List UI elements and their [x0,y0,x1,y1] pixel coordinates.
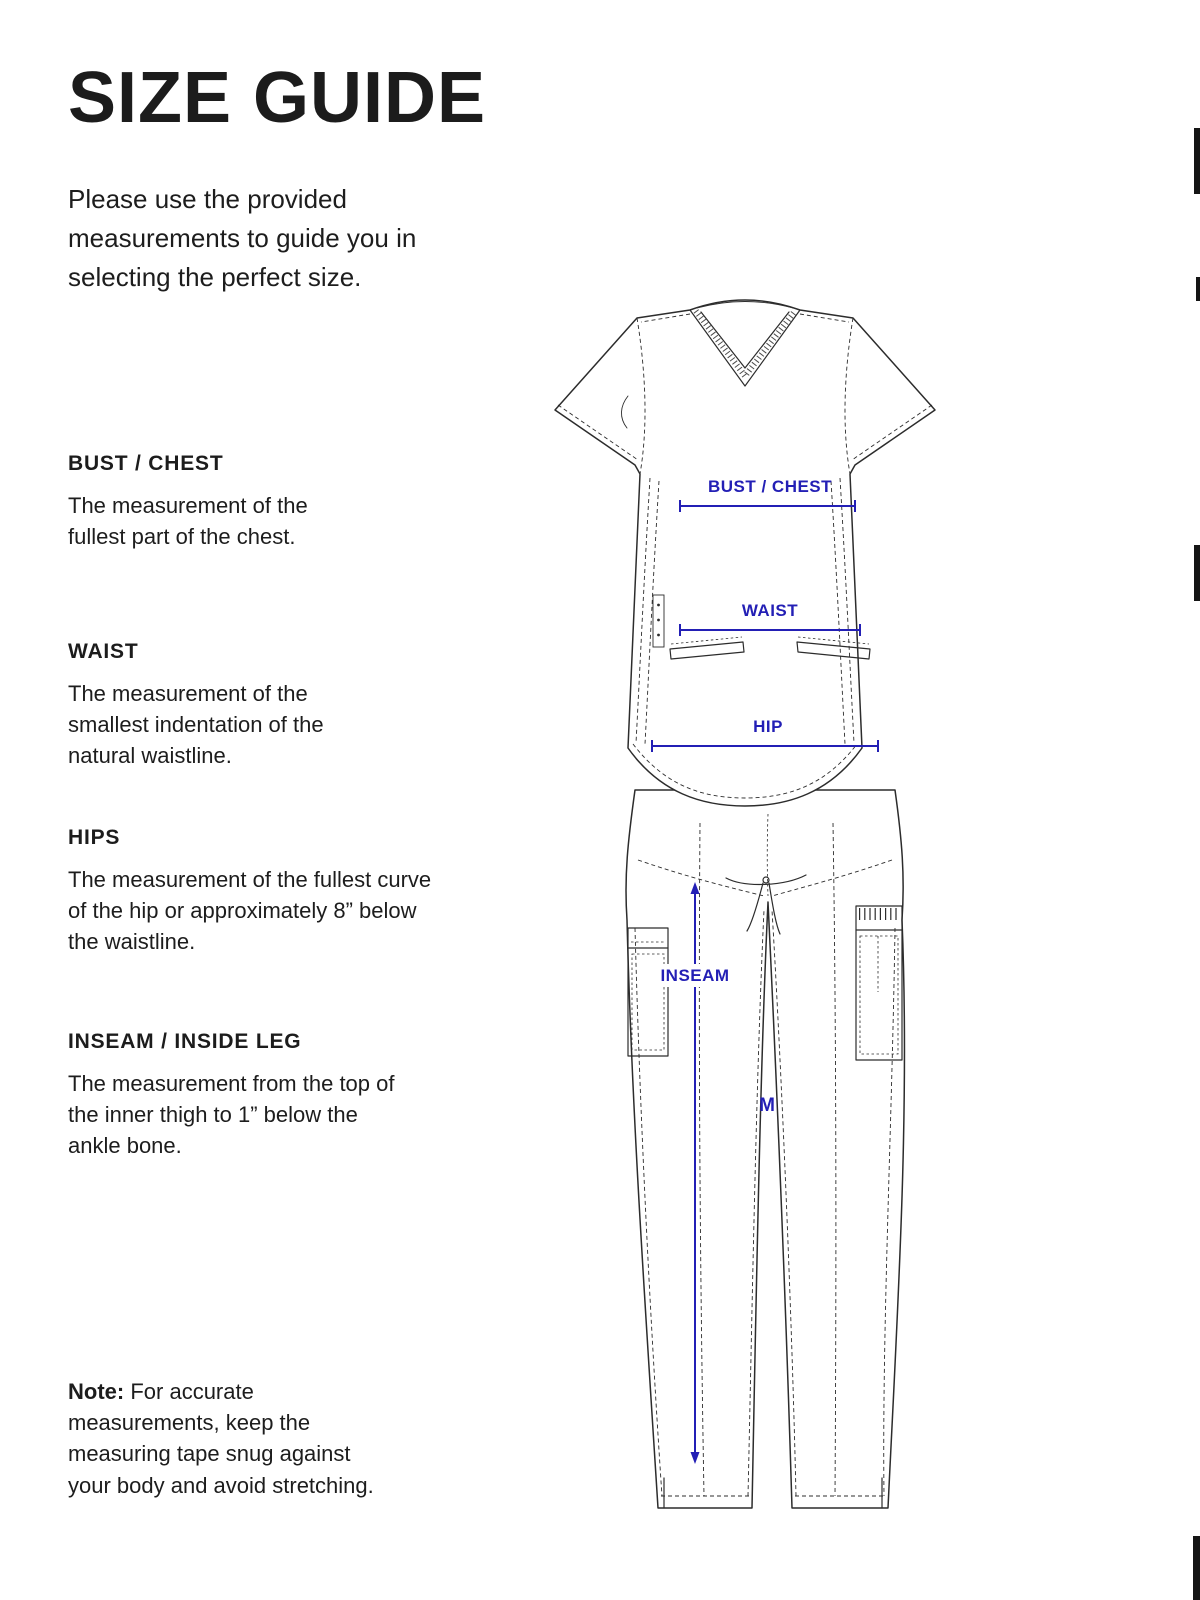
hip-label: HIP [753,717,783,736]
waist-label: WAIST [742,601,798,620]
section-body-inseam: The measurement from the top of the inne… [68,1071,395,1159]
section-body-bust-chest: The measurement of the fullest part of t… [68,493,308,550]
v-neck-collar [689,301,801,387]
size-marker-label: M [759,1095,775,1116]
waist-measurement-annotation: WAIST [679,601,861,636]
section-heading-bust-chest: BUST / CHEST [68,452,224,475]
size-diagram: BUST / CHEST WAIST HIP INSEAM [540,278,990,1538]
right-welt-pocket [796,636,871,660]
top-silhouette [554,299,936,807]
section-heading-waist: WAIST [68,640,139,663]
edge-artifact [1194,128,1200,194]
note-text: For accurate measurements, keep the meas… [68,1379,374,1498]
scrub-top-illustration [554,299,936,807]
pants-silhouette [625,789,906,1509]
intro-text: Please use the provided measurements to … [68,184,417,292]
right-cargo-pocket [855,905,903,1061]
note-label: Note: [68,1379,125,1404]
edge-artifact [1194,545,1200,601]
sleeve-loop [621,395,629,429]
bust-chest-label: BUST / CHEST [708,477,832,496]
scrub-pants-illustration [625,789,906,1509]
inseam-label: INSEAM [660,966,729,985]
bust-measurement-annotation: BUST / CHEST [679,477,856,512]
edge-artifact [1196,277,1200,301]
side-eyelet-detail [652,594,665,648]
hip-measurement-annotation: HIP [651,717,879,752]
left-cargo-pocket [627,927,669,1057]
section-body-hips: The measurement of the fullest curve of … [68,867,432,955]
left-welt-pocket [669,636,745,660]
inseam-label-background [650,964,740,987]
scrubs-technical-drawing: BUST / CHEST WAIST HIP INSEAM [554,299,936,1509]
section-heading-inseam: INSEAM / INSIDE LEG [68,1030,302,1053]
page-title: SIZE GUIDE [68,58,487,138]
edge-artifact [1193,1536,1200,1600]
measurement-note: Note: For accurate measurements, keep th… [68,1376,398,1501]
section-heading-hips: HIPS [68,826,121,849]
drawstring [725,874,807,935]
section-body-waist: The measurement of the smallest indentat… [68,681,324,769]
inseam-measurement-annotation: INSEAM [650,882,740,1464]
